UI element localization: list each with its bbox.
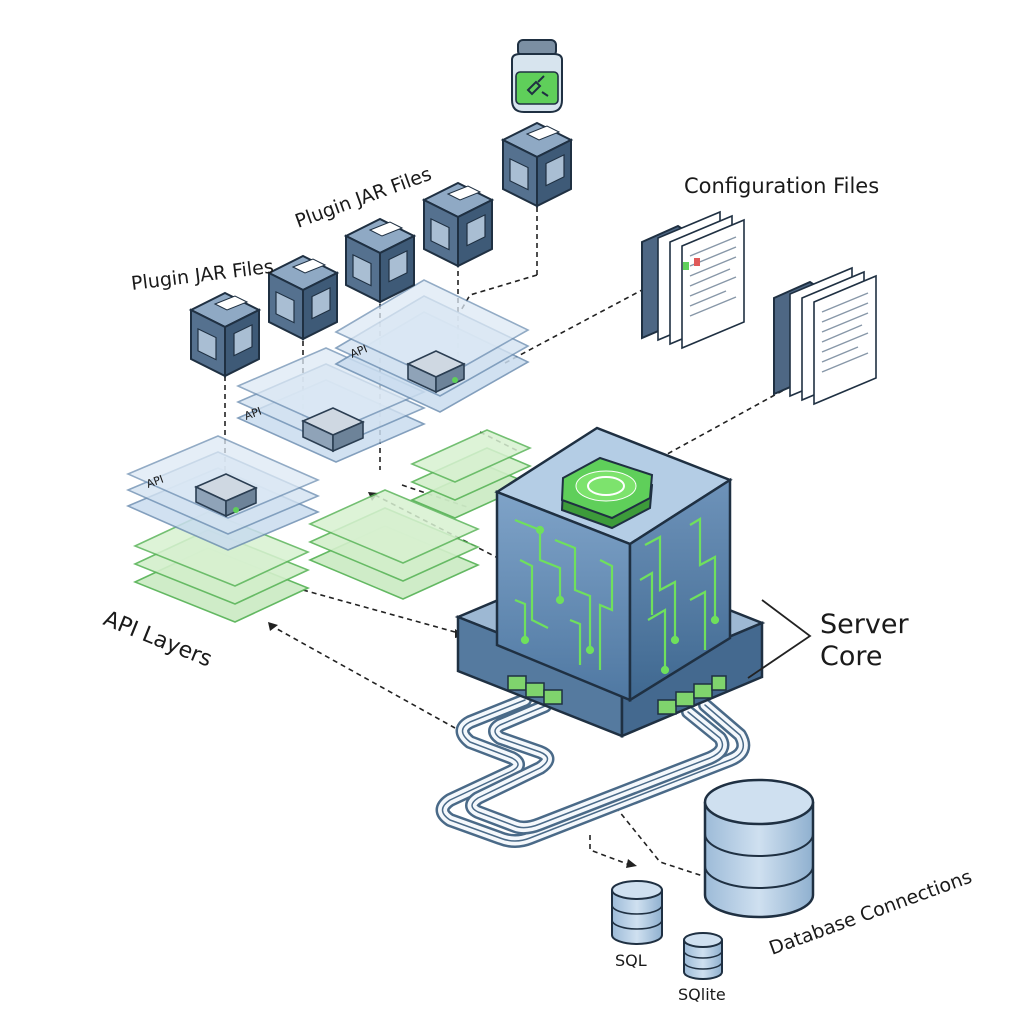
core-chip bbox=[560, 456, 654, 530]
plugin-cube-icon bbox=[190, 292, 260, 377]
api-layers-label: API Layers bbox=[100, 606, 216, 672]
configuration-files-label: Configuration Files bbox=[684, 174, 879, 198]
sqlite-label: SQlite bbox=[678, 985, 726, 1004]
plugin-module-icon bbox=[194, 473, 258, 518]
sql-label: SQL bbox=[615, 951, 647, 970]
connector-ports-left bbox=[507, 675, 563, 705]
server-core bbox=[454, 426, 766, 738]
circuit-cube-icon bbox=[514, 517, 720, 675]
plugin-cube-icon bbox=[423, 182, 493, 267]
api-layer-stack-3: API bbox=[334, 279, 533, 519]
api-tag-1: API bbox=[145, 473, 166, 491]
database-sql-icon bbox=[611, 880, 663, 945]
api-layer-stack-1: API bbox=[125, 435, 321, 623]
plugin-cube-icon bbox=[345, 218, 415, 303]
api-tag-3: API bbox=[348, 342, 369, 361]
plugin-cube-icon bbox=[268, 255, 338, 340]
plugin-module-icon bbox=[301, 407, 365, 453]
plugin-module-icon bbox=[406, 350, 466, 394]
database-main bbox=[703, 778, 815, 919]
connector-ports-right bbox=[657, 675, 727, 715]
database-sqlite-icon bbox=[683, 932, 723, 980]
server-core-label-line2: Core bbox=[820, 641, 883, 672]
api-layer-stack-2: API bbox=[236, 347, 481, 600]
api-tag-2: API bbox=[243, 405, 264, 423]
plugin-cube-icon bbox=[502, 122, 572, 207]
configuration-files bbox=[641, 211, 877, 405]
plugin-jar-files-label-2: Plugin JAR Files bbox=[292, 163, 434, 233]
jar-icon bbox=[511, 39, 563, 113]
server-core-label-line1: Server bbox=[820, 609, 909, 640]
plugin-jar-files-label-1: Plugin JAR Files bbox=[130, 256, 275, 295]
data-pipes bbox=[435, 693, 751, 848]
server-core-bracket bbox=[747, 599, 812, 679]
document-stack-icon bbox=[773, 267, 877, 405]
document-stack-icon bbox=[641, 211, 745, 349]
